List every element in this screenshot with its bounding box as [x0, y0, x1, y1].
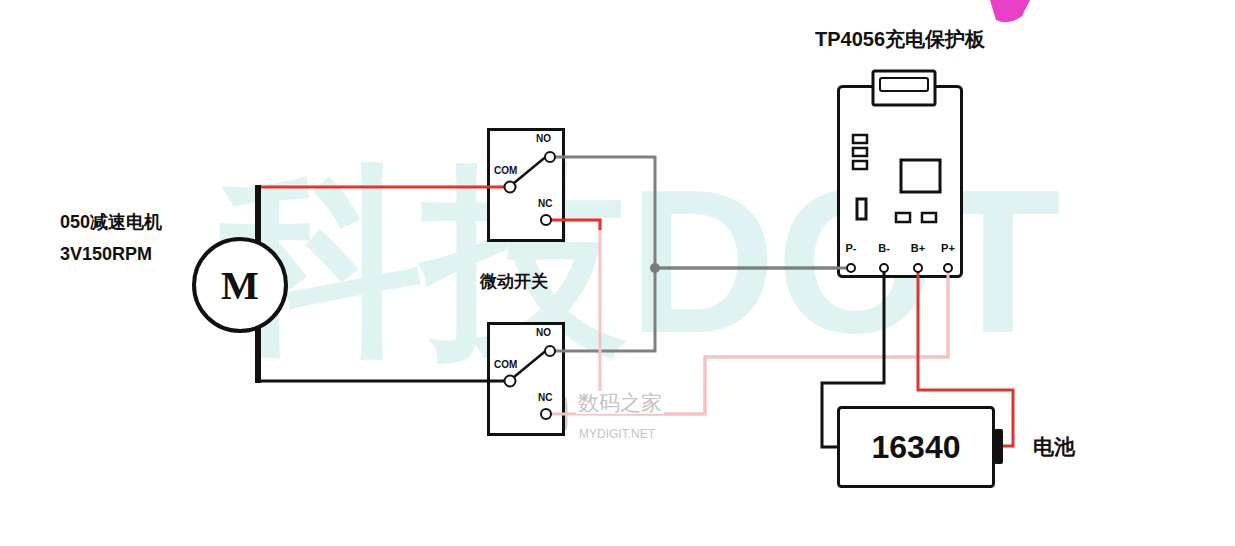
terminal-wire	[555, 156, 565, 159]
grey-wire	[565, 268, 837, 351]
terminal	[541, 215, 551, 225]
battery-model: 16340	[872, 429, 961, 466]
charger-board: TP4056充电保护板P-B-B+P+	[837, 85, 963, 278]
gear-motor: 050减速电机 3V150RPMM	[192, 237, 288, 333]
motor-symbol	[194, 239, 286, 331]
micro-switch: NO COM NC	[487, 128, 565, 242]
terminal-wire	[551, 413, 565, 416]
solder-pad	[847, 264, 855, 272]
junction-dot	[650, 263, 660, 273]
red-wire	[258, 187, 487, 241]
black-wire	[258, 329, 487, 381]
terminal	[505, 182, 516, 193]
pin-label: B+	[911, 242, 925, 255]
pad-wire	[837, 267, 847, 270]
battery-body	[839, 408, 994, 487]
switch-lever	[514, 349, 548, 377]
smd-part	[853, 148, 867, 156]
battery-label: 电池	[1033, 435, 1075, 459]
terminal	[545, 152, 555, 162]
terminal-wire	[551, 219, 565, 222]
motor-letter: M	[221, 263, 259, 309]
chip	[901, 160, 940, 192]
board-heading: TP4056充电保护板	[815, 28, 985, 51]
corner-logo	[990, 0, 1030, 22]
usb-connector	[873, 71, 935, 105]
terminal	[541, 409, 551, 419]
pin-label: COM	[494, 165, 517, 177]
grey-wire	[565, 157, 837, 268]
solder-pad	[880, 264, 888, 272]
battery-terminal	[994, 429, 1003, 464]
usb-port	[880, 78, 928, 91]
terminal-wire	[555, 350, 565, 353]
micro-switch-outline	[487, 128, 565, 242]
watermark: 数码之家	[576, 391, 664, 414]
solder-pad	[944, 264, 952, 272]
pin-label: NO	[536, 133, 551, 145]
pin-label: P+	[941, 242, 955, 255]
motor-heading: 050减速电机 3V150RPM	[60, 206, 188, 270]
pin-label: NO	[536, 327, 551, 339]
switch-caption: 微动开关	[480, 273, 548, 292]
battery: 16340电池	[837, 406, 995, 488]
solder-pad	[914, 264, 922, 272]
pin-label: COM	[494, 359, 517, 371]
red-wire-stub	[565, 220, 600, 230]
motor-lead	[255, 327, 261, 383]
board-outline	[839, 87, 962, 277]
smd-part	[896, 213, 910, 222]
watermark: MYDIGIT.NET	[577, 428, 657, 441]
smd-part	[853, 135, 867, 143]
terminal	[505, 376, 516, 387]
micro-switch-outline	[487, 322, 565, 436]
terminal-wire	[487, 186, 505, 189]
terminal	[545, 346, 555, 356]
smd-part	[922, 213, 936, 222]
pin-label: P-	[846, 242, 857, 255]
micro-switch: NO COM NC	[487, 322, 565, 436]
pink-wire	[565, 278, 948, 414]
switch-housing	[489, 130, 564, 241]
pin-label: B-	[878, 242, 890, 255]
smd-part	[857, 199, 866, 219]
pin-label: NC	[538, 392, 552, 404]
pin-label: NC	[538, 198, 552, 210]
switch-lever	[514, 155, 548, 183]
smd-part	[853, 161, 867, 169]
switch-housing	[489, 324, 564, 435]
motor-lead	[255, 185, 261, 243]
terminal-wire	[487, 380, 505, 383]
